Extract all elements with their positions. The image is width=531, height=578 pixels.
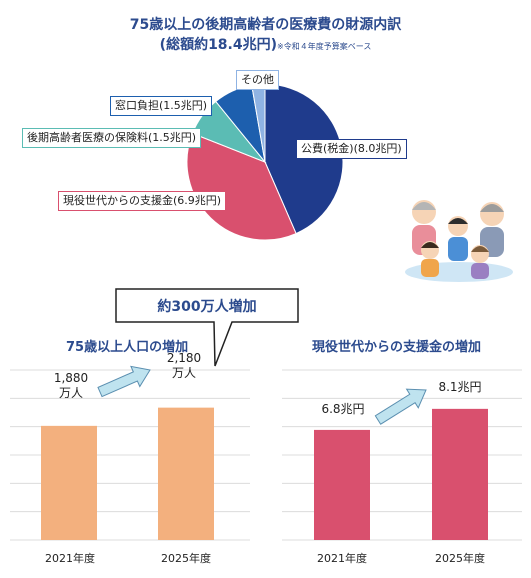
support-x-2021: 2021年度	[317, 552, 367, 565]
population-growth-arrow	[97, 365, 151, 398]
family-illustration	[405, 200, 513, 282]
population-bar-0	[41, 425, 97, 540]
pop-label-2025: 2,180 万人	[166, 351, 202, 380]
pie-label-support: 現役世代からの支援金(6.9兆円)	[58, 191, 227, 211]
pop-x-2021: 2021年度	[45, 552, 95, 565]
pie-slice-1	[186, 132, 297, 241]
pie-label-premium: 後期高齢者医療の保険料(1.5兆円)	[22, 128, 202, 148]
pie-label-copay: 窓口負担(1.5兆円)	[110, 96, 213, 116]
pie-label-other: その他	[236, 70, 279, 90]
budget-note: ※令和４年度予算案ベース	[277, 42, 372, 51]
pop-label-2021: 1,880 万人	[53, 371, 89, 400]
pie-label-public-tax: 公費(税金)(8.0兆円)	[296, 139, 407, 159]
page-title: 75歳以上の後期高齢者の医療費の財源内訳	[129, 17, 402, 33]
support-bar-1	[432, 408, 488, 540]
pop-x-2025: 2025年度	[161, 552, 211, 565]
total-amount: (総額約18.4兆円)	[159, 37, 278, 53]
support-x-2025: 2025年度	[435, 552, 485, 565]
callout-text: 約300万人増加	[157, 299, 257, 315]
support-bar-0	[314, 429, 370, 540]
population-bar-1	[158, 407, 214, 540]
support-label-2025: 8.1兆円	[438, 380, 482, 394]
support-growth-arrow	[374, 388, 427, 425]
total-line: (総額約18.4兆円)※令和４年度予算案ベース	[0, 34, 531, 54]
support-label-2021: 6.8兆円	[321, 402, 365, 416]
population-chart-title: 75歳以上人口の増加	[66, 340, 189, 355]
support-chart-title: 現役世代からの支援金の増加	[312, 340, 482, 355]
